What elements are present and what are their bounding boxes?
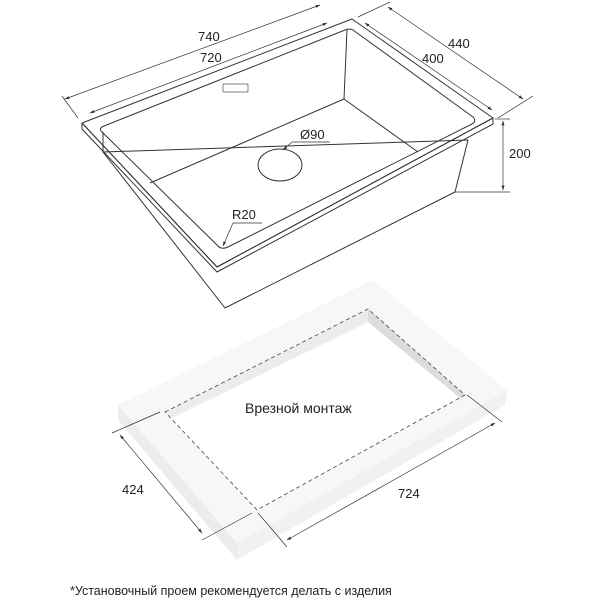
dim-424 [111, 411, 253, 541]
countertop-drawing: Врезной монтаж 424 724 [111, 280, 507, 560]
cutout-back-wall [368, 309, 465, 398]
footnote: *Установочный проем рекомендуется делать… [70, 584, 392, 598]
sink-body [102, 139, 469, 309]
drain-leader [282, 141, 293, 151]
sink-drawing: 740 720 440 400 200 Ø90 R20 [61, 1, 534, 309]
radius-leader [222, 222, 234, 247]
label-720: 720 [200, 50, 222, 65]
label-200: 200 [509, 146, 531, 161]
dim-720 [89, 22, 328, 114]
label-424: 424 [122, 482, 144, 497]
label-440: 440 [448, 36, 470, 51]
label-radius: R20 [232, 207, 256, 222]
dim-724 [257, 394, 503, 548]
drain-hole [257, 148, 303, 182]
sink-bowl-opening [99, 28, 476, 249]
label-drain-diameter: Ø90 [300, 127, 325, 142]
dim-400 [364, 22, 493, 111]
dim-200 [455, 118, 510, 193]
sink-floor-right-edge [343, 98, 419, 153]
label-724: 724 [398, 486, 420, 501]
cutout-outline [164, 308, 466, 511]
cutout-left-wall [165, 309, 368, 418]
dim-740 [61, 4, 321, 119]
dim-440 [357, 1, 534, 119]
countertop-title: Врезной монтаж [245, 400, 352, 416]
cutout-opening [165, 309, 465, 510]
label-740: 740 [198, 29, 220, 44]
label-400: 400 [422, 51, 444, 66]
brand-plate [222, 83, 249, 93]
